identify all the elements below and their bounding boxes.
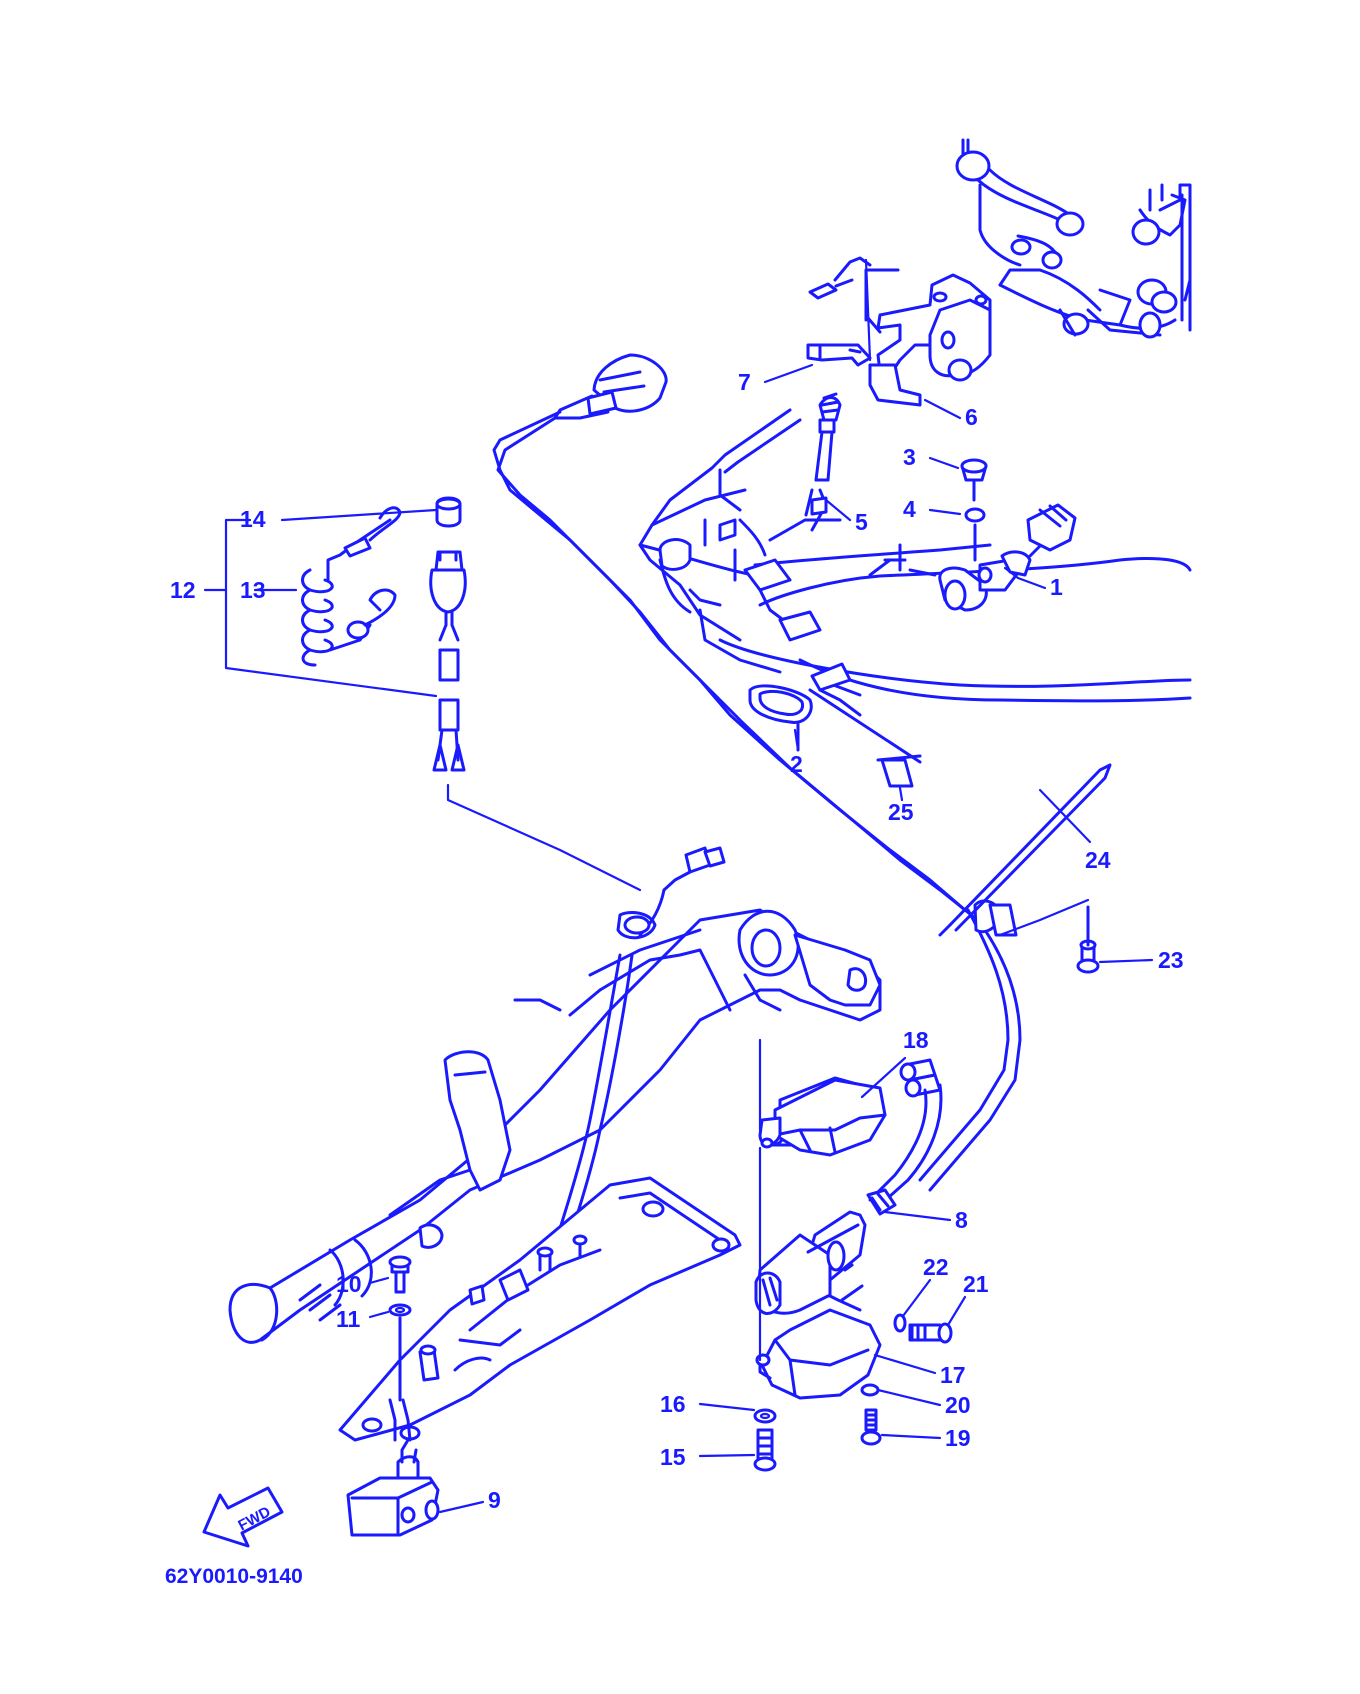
callout-7: 7 [738, 369, 751, 395]
callout-3: 3 [903, 444, 916, 470]
tiller-handle [228, 846, 882, 1344]
stop-switch-part-9 [346, 1438, 440, 1537]
fwd-arrow-icon: FWD [202, 1486, 284, 1548]
fasteners [753, 754, 1112, 1472]
lanyard-assembly-12-13-14 [301, 496, 467, 772]
callout-14: 14 [240, 506, 266, 532]
callout-9: 9 [488, 1487, 501, 1513]
callout-4: 4 [903, 496, 916, 522]
callout-12: 12 [170, 577, 196, 603]
callout-13: 13 [240, 577, 266, 603]
callout-8: 8 [955, 1207, 968, 1233]
bracket-part-6 [808, 256, 992, 382]
tiller-bracket-plate [338, 1176, 742, 1442]
callout-2: 2 [790, 751, 803, 777]
callout-11: 11 [336, 1306, 361, 1332]
callout-19: 19 [945, 1425, 971, 1451]
clip-part-7 [806, 343, 922, 407]
engine-mount-bracket [955, 138, 1192, 339]
screw-washer-10-11 [388, 1255, 412, 1402]
callout-16: 16 [660, 1391, 686, 1417]
callout-5: 5 [855, 509, 868, 535]
callout-21: 21 [963, 1271, 989, 1297]
callout-labels: 1 2 3 4 5 6 7 8 9 10 11 12 13 14 15 16 1… [170, 369, 1184, 1513]
grommet-part-2 [748, 662, 922, 764]
callout-20: 20 [945, 1392, 971, 1418]
part-code: 62Y0010-9140 [165, 1565, 303, 1588]
callout-15: 15 [660, 1444, 686, 1470]
callout-1: 1 [1050, 574, 1063, 600]
callout-17: 17 [940, 1362, 966, 1388]
callout-25: 25 [888, 799, 914, 825]
leader-lines [203, 258, 1154, 1514]
terminal-part-5 [804, 392, 842, 532]
callout-22: 22 [923, 1254, 949, 1280]
callout-23: 23 [1158, 947, 1184, 973]
callout-18: 18 [903, 1027, 929, 1053]
callout-10: 10 [336, 1271, 362, 1297]
ignition-switch-part-8 [754, 1058, 943, 1400]
switch-part-1 [868, 458, 1077, 612]
wire-harness [492, 353, 1022, 1192]
callout-24: 24 [1085, 847, 1111, 873]
callout-6: 6 [965, 404, 978, 430]
